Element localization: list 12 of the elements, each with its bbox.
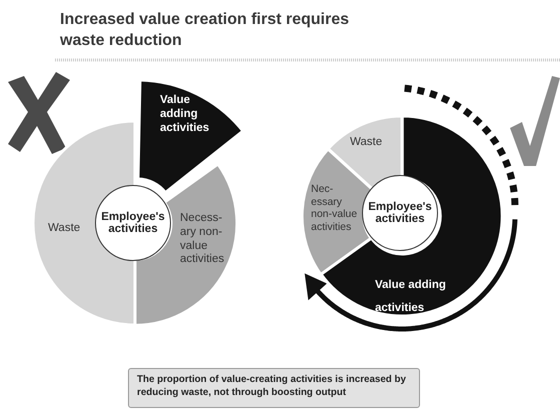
center-label: Employee's activities [367, 201, 433, 225]
segment-label: Value adding activities [160, 94, 210, 136]
segment-label: Value adding activities [374, 278, 447, 316]
note-text: The proportion of value-creating activities is increased by reducing waste, not through boosting output [137, 373, 407, 400]
center-label: Employee's activities [100, 211, 166, 235]
segment-label: Waste [48, 222, 82, 236]
note-box [128, 368, 420, 408]
title: Increased value creation first requires waste reduction [60, 10, 350, 51]
segment-label: Necess- ary non-value activities [180, 212, 226, 268]
segment-label: Nec- essary non-value activities [310, 182, 358, 234]
segment-label: Waste [350, 136, 384, 150]
donut-segment [138, 80, 243, 193]
